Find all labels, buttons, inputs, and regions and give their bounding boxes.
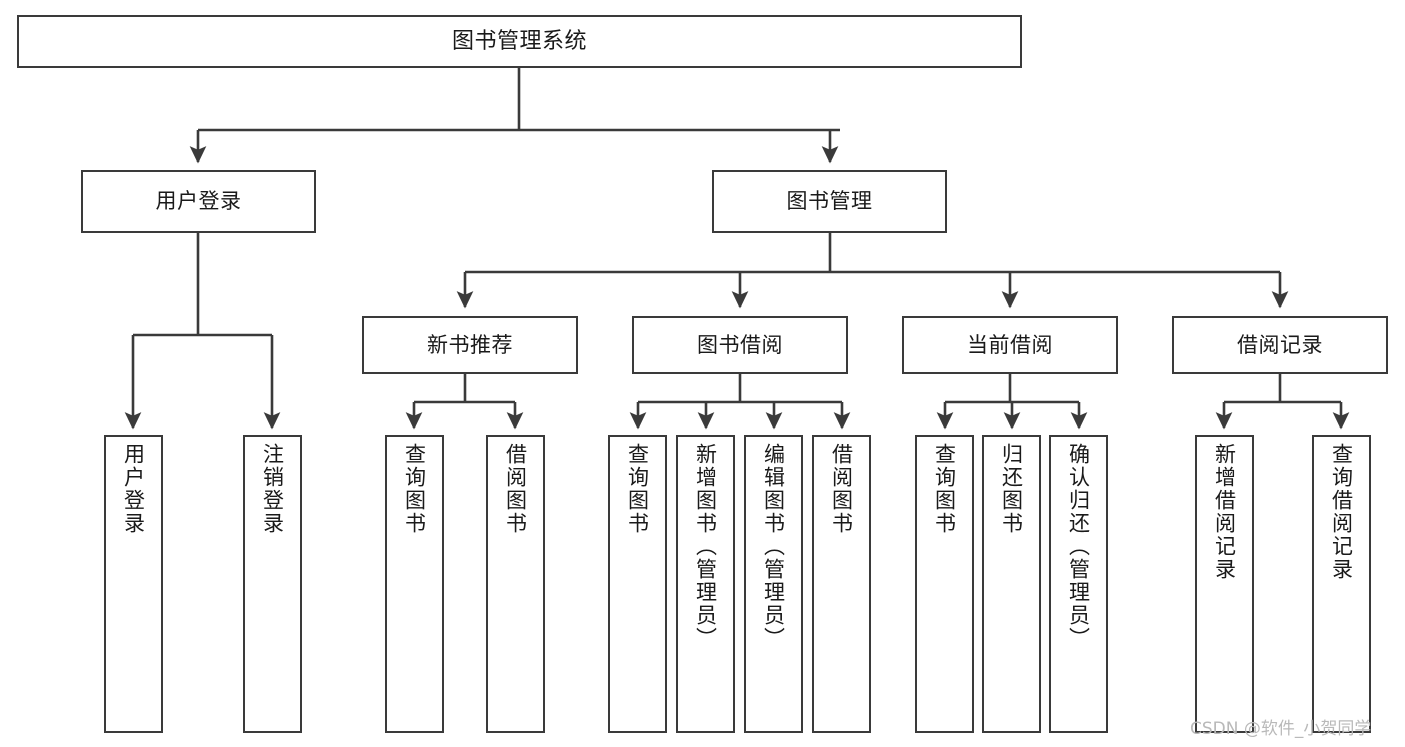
node-label: 图书管理 bbox=[786, 189, 873, 214]
node-label: 当前借阅 bbox=[967, 332, 1053, 357]
node-current-borrow[interactable]: 当前借阅 bbox=[902, 316, 1118, 374]
node-book-borrow[interactable]: 图书借阅 bbox=[632, 316, 848, 374]
node-label: 新增图书（管理员） bbox=[693, 443, 718, 650]
node-new-book-recommend[interactable]: 新书推荐 bbox=[362, 316, 578, 374]
node-root-system[interactable]: 图书管理系统 bbox=[17, 15, 1022, 68]
node-book-management[interactable]: 图书管理 bbox=[712, 170, 947, 233]
leaf-recommend-borrow-book[interactable]: 借阅图书 bbox=[486, 435, 545, 733]
node-label: 注销登录 bbox=[260, 443, 285, 535]
node-label: 确认归还（管理员） bbox=[1066, 443, 1091, 650]
node-label: 新增借阅记录 bbox=[1212, 443, 1237, 581]
node-label: 图书管理系统 bbox=[451, 28, 587, 54]
node-label: 查询图书 bbox=[402, 443, 427, 535]
node-label: 借阅图书 bbox=[829, 443, 854, 535]
leaf-borrow-borrow-book[interactable]: 借阅图书 bbox=[812, 435, 871, 733]
leaf-borrow-edit-book-admin[interactable]: 编辑图书（管理员） bbox=[744, 435, 803, 733]
leaf-record-add-record[interactable]: 新增借阅记录 bbox=[1195, 435, 1254, 733]
node-label: 编辑图书（管理员） bbox=[761, 443, 786, 650]
leaf-current-confirm-return-admin[interactable]: 确认归还（管理员） bbox=[1049, 435, 1108, 733]
node-label: 用户登录 bbox=[121, 443, 146, 535]
leaf-user-login-logout[interactable]: 注销登录 bbox=[243, 435, 302, 733]
watermark-text: CSDN @软件_小贺同学 bbox=[1190, 719, 1372, 739]
node-label: 查询借阅记录 bbox=[1329, 443, 1354, 581]
node-label: 归还图书 bbox=[999, 443, 1024, 535]
leaf-borrow-query-book[interactable]: 查询图书 bbox=[608, 435, 667, 733]
leaf-user-login-login[interactable]: 用户登录 bbox=[104, 435, 163, 733]
node-label: 图书借阅 bbox=[697, 332, 783, 357]
leaf-recommend-query-book[interactable]: 查询图书 bbox=[385, 435, 444, 733]
node-label: 新书推荐 bbox=[427, 332, 513, 357]
node-label: 查询图书 bbox=[625, 443, 650, 535]
leaf-current-return-book[interactable]: 归还图书 bbox=[982, 435, 1041, 733]
leaf-record-query-record[interactable]: 查询借阅记录 bbox=[1312, 435, 1371, 733]
leaf-current-query-book[interactable]: 查询图书 bbox=[915, 435, 974, 733]
leaf-borrow-add-book-admin[interactable]: 新增图书（管理员） bbox=[676, 435, 735, 733]
node-borrow-record[interactable]: 借阅记录 bbox=[1172, 316, 1388, 374]
node-label: 借阅记录 bbox=[1237, 332, 1323, 357]
node-label: 借阅图书 bbox=[503, 443, 528, 535]
node-label: 查询图书 bbox=[932, 443, 957, 535]
node-label: 用户登录 bbox=[155, 189, 242, 214]
node-user-login[interactable]: 用户登录 bbox=[81, 170, 316, 233]
